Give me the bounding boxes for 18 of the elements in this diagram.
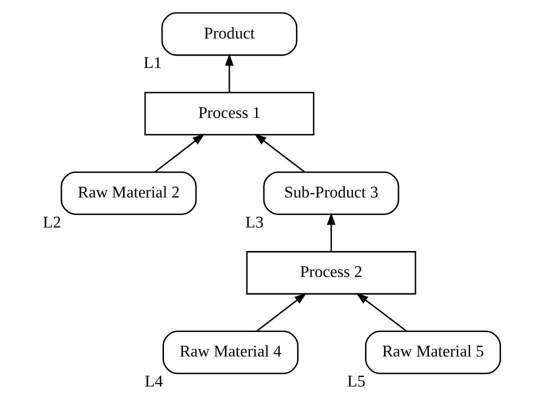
node-box: Process 2 [246, 251, 416, 295]
arrow [254, 134, 304, 172]
node-label: L4 [144, 372, 162, 391]
node-label: L5 [346, 372, 365, 391]
arrow [256, 292, 306, 332]
node-box: Raw Material 2 [60, 171, 196, 215]
node-label: L2 [42, 212, 61, 232]
node-box: Process 1 [144, 92, 314, 136]
node-label: L3 [244, 212, 264, 232]
node-box: Raw Material 4 [162, 330, 298, 374]
node-label: L1 [143, 53, 162, 72]
arrow [224, 54, 234, 92]
node-box: Product [160, 12, 297, 56]
arrow [154, 134, 204, 172]
node-box: Raw Material 5 [364, 330, 501, 374]
node-box: Sub-Product 3 [262, 171, 399, 215]
arrow [356, 292, 406, 332]
arrow [326, 212, 335, 252]
